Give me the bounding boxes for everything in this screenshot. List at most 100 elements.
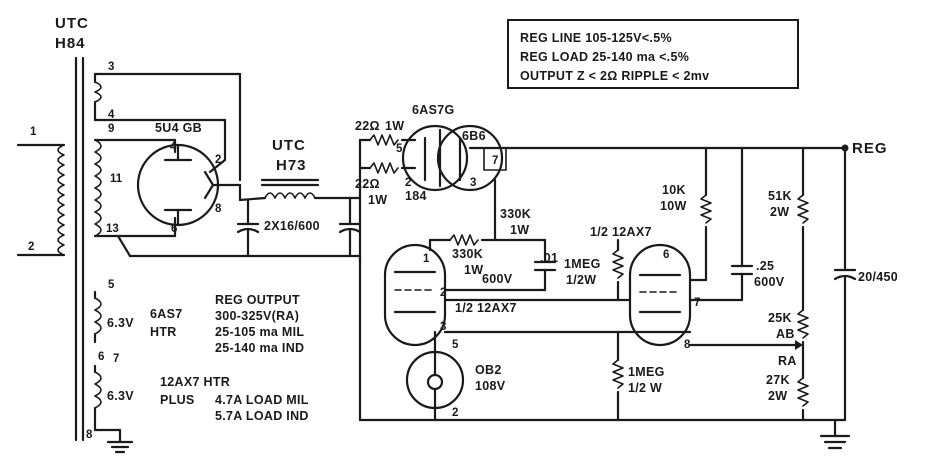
- reference-voltage: 108V: [475, 379, 506, 393]
- secondary-pin-11: 11: [110, 173, 123, 185]
- reference-tube: 5 2 OB2 108V: [405, 339, 506, 422]
- resistor-10k-value: 10K: [662, 183, 686, 197]
- rectifier-tube: 5U4 GB 4 2 8 6: [136, 121, 242, 235]
- resistor-1meg-b: 1MEG 1/2 W: [612, 330, 665, 422]
- spec-output-impedance: OUTPUT Z < 2Ω RIPPLE < 2mv: [520, 69, 709, 83]
- resistor-1meg-a-value: 1MEG: [564, 257, 601, 271]
- capacitor-25: .25 600V: [730, 146, 785, 302]
- amplifier-pin-3: 3: [440, 321, 446, 333]
- rectifier-pin-6: 6: [171, 223, 177, 235]
- filter-capacitor: 2X16/600: [236, 196, 362, 258]
- filter-cap-value: 2X16/600: [264, 219, 320, 233]
- divider-resistor-27k: 27K 2W: [766, 340, 809, 422]
- resistor-10k-watt: 10W: [660, 199, 687, 213]
- reg-output-note: REG OUTPUT 300-325V(RA) 25-105 ma MIL 25…: [215, 293, 304, 355]
- resistor-330k-a-value: 330K: [500, 207, 531, 221]
- heater2-tube: 12AX7 HTR: [160, 375, 230, 389]
- heater2-voltage: 6.3V: [107, 389, 134, 403]
- regulator-pin-3: 3: [470, 177, 476, 189]
- secondary-pin-13: 13: [106, 223, 119, 235]
- reference-pin-5: 5: [452, 339, 459, 351]
- heater2-pin-7: 7: [113, 353, 119, 365]
- resistor-330k-b: 330K 1W: [428, 234, 497, 277]
- reg-output-title: REG OUTPUT: [215, 293, 300, 307]
- primary-pin-1: 1: [30, 126, 37, 138]
- amplifier-tube-top: 1/2 12AX7 6 7 8: [590, 225, 700, 351]
- grid-resistor-a: 22Ω 1W: [355, 119, 417, 200]
- resistor-1meg-a: 1MEG 1/2W: [564, 238, 624, 302]
- divider-resistor-51k: 51K 2W: [768, 146, 809, 312]
- choke-brand: UTC: [272, 137, 306, 154]
- resistor-330k-b-value: 330K: [452, 247, 483, 261]
- resistor-51k-value: 51K: [768, 189, 792, 203]
- heater-load-ind: 5.7A LOAD IND: [215, 409, 309, 423]
- choke-model: H73: [276, 157, 307, 174]
- regulator-tube: 6AS7G 6B6 184 5 2 3 7: [396, 103, 507, 203]
- resistor-330k-a-watt: 1W: [510, 223, 529, 237]
- heater2-pin-8: 8: [86, 429, 93, 441]
- output-capacitor-value: 20/450: [858, 270, 898, 284]
- heater1-voltage: 6.3V: [107, 316, 134, 330]
- resistor-1meg-a-watt: 1/2W: [566, 273, 596, 287]
- reg-output-mil: 25-105 ma MIL: [215, 325, 304, 339]
- reference-pin-2: 2: [452, 407, 458, 419]
- heater1-pin-5: 5: [108, 279, 115, 291]
- grid-resistor-b: 22Ω 1W: [355, 162, 417, 207]
- spec-box: REG LINE 105-125V<.5% REG LOAD 25-140 ma…: [507, 19, 799, 89]
- primary-pin-2: 2: [28, 241, 34, 253]
- spec-load-regulation: REG LOAD 25-140 ma <.5%: [520, 50, 689, 64]
- grid-resistor-b-watt: 1W: [368, 193, 387, 207]
- grid-resistor-a-value: 22Ω: [355, 119, 380, 133]
- grid-resistor-a-watt: 1W: [385, 119, 404, 133]
- resistor-10k: 10K 10W: [660, 146, 712, 282]
- resistor-1meg-b-watt: 1/2 W: [628, 381, 662, 395]
- resistor-1meg-b-value: 1MEG: [628, 365, 665, 379]
- regulator-pin-7: 7: [492, 155, 498, 167]
- capacitor-25-volt: 600V: [754, 275, 785, 289]
- regulator-pin-2: 2: [405, 177, 411, 189]
- divider-pot-25k: 25K AB RA: [688, 309, 809, 368]
- power-transformer: UTC H84 1 2 3 4 9 11 13: [16, 15, 362, 454]
- heater2-plus: PLUS: [160, 393, 195, 407]
- transformer-model: H84: [55, 35, 86, 52]
- capacitor-01: .01 600V: [482, 238, 558, 292]
- grid-resistor-b-value: 22Ω: [355, 177, 380, 191]
- capacitor-01-volt: 600V: [482, 272, 513, 286]
- rectifier-pin-8: 8: [215, 203, 222, 215]
- amplifier-top-type: 1/2 12AX7: [590, 225, 652, 239]
- reg-output-voltage: 300-325V(RA): [215, 309, 299, 323]
- reference-type: OB2: [475, 363, 502, 377]
- capacitor-25-value: .25: [756, 259, 774, 273]
- ground-symbol-main: [819, 418, 851, 450]
- filter-choke: UTC H73: [238, 137, 362, 202]
- rectifier-pin-2: 2: [215, 154, 221, 166]
- resistor-27k-value: 27K: [766, 373, 790, 387]
- amplifier-pin-7: 7: [694, 297, 700, 309]
- spec-line-regulation: REG LINE 105-125V<.5%: [520, 31, 672, 45]
- transformer-brand: UTC: [55, 15, 89, 32]
- heater1-pin-6: 6: [98, 351, 104, 363]
- resistor-330k-b-watt: 1W: [464, 263, 483, 277]
- resistor-51k-watt: 2W: [770, 205, 789, 219]
- amplifier-pin-6: 6: [663, 249, 669, 261]
- resistor-330k-a: 330K 1W: [493, 178, 547, 242]
- pot-25k-type: AB: [776, 327, 795, 341]
- pot-25k-value: 25K: [768, 311, 792, 325]
- regulator-section-b: 184: [405, 189, 427, 203]
- amplifier-pin-2: 2: [440, 287, 446, 299]
- amplifier-bottom-type: 1/2 12AX7: [455, 301, 517, 315]
- heater1-tube: 6AS7: [150, 307, 182, 321]
- amplifier-pin-1: 1: [423, 253, 430, 265]
- regulator-pin-5: 5: [396, 143, 403, 155]
- output-capacitor: 20/450: [833, 146, 898, 422]
- heater1-desc: HTR: [150, 325, 177, 339]
- regulator-section-a: 6B6: [462, 129, 486, 143]
- amplifier-pin-8: 8: [684, 339, 691, 351]
- amplifier-tube-bottom: 1/2 12AX7 1 2 3: [383, 243, 517, 347]
- heater-load-mil: 4.7A LOAD MIL: [215, 393, 309, 407]
- output-label: REG: [852, 140, 888, 157]
- reg-output-ind: 25-140 ma IND: [215, 341, 304, 355]
- secondary-pin-3: 3: [108, 61, 114, 73]
- secondary-pin-4: 4: [108, 109, 115, 121]
